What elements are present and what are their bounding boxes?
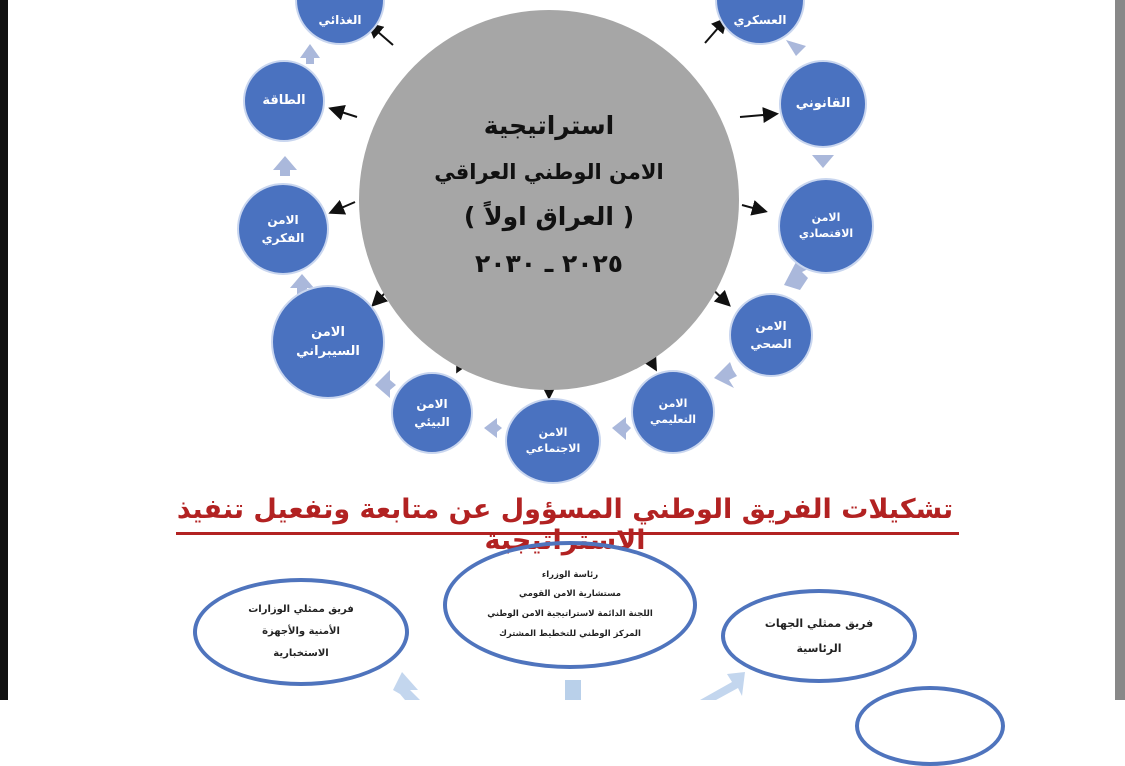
node-social: الامن الاجتماعي	[505, 398, 601, 484]
team-partial-ellipse	[855, 686, 1005, 766]
node-label: الامن	[311, 324, 345, 340]
node-educational: الامن التعليمي	[631, 370, 715, 454]
center-strategy-circle: استراتيجية الامن الوطني العراقي ( العراق…	[359, 10, 739, 390]
team-line: الأمنية والأجهزة	[262, 626, 340, 637]
page-edge-left	[0, 0, 8, 700]
flow-arrow-icon	[784, 262, 810, 290]
flow-arrow-icon	[714, 362, 737, 388]
node-label: الصحي	[750, 337, 792, 351]
left-up-arrow-icon	[393, 672, 420, 700]
node-label: التعليمي	[649, 413, 697, 426]
node-label: الطاقة	[262, 93, 306, 109]
node-label: الامن	[538, 425, 568, 439]
right-up-arrow-icon	[700, 672, 745, 700]
down-arrow-shaft	[565, 680, 581, 700]
node-label: الاجتماعي	[525, 442, 581, 455]
team-line: المركز الوطني للتخطيط المشترك	[499, 628, 641, 639]
center-title: استراتيجية	[483, 110, 615, 140]
team-line: الرئاسية	[796, 642, 842, 655]
node-label: الامن	[755, 319, 787, 333]
node-health: الامن الصحي	[729, 293, 813, 377]
node-label: الاقتصادي	[798, 227, 854, 240]
team-line: اللجنة الدائمة لاستراتيجية الامن الوطني	[487, 609, 653, 619]
team-line: فريق ممثلي الجهات	[764, 616, 874, 630]
title-underline	[176, 532, 959, 535]
node-label: العسكري	[733, 13, 787, 27]
team-line: رئاسة الوزراء	[541, 569, 599, 580]
node-label: الامن	[658, 396, 688, 410]
page-edge-right	[1115, 0, 1125, 700]
node-intellectual: الامن الفكري	[237, 183, 329, 275]
flow-arrow-icon	[484, 418, 502, 438]
team-line: مستشارية الامن القومي	[519, 589, 621, 600]
arrow-to-economic	[741, 200, 768, 216]
flow-arrow-icon	[786, 40, 806, 56]
node-cyber: الامن السيبراني	[271, 285, 385, 399]
arrow-to-legal	[739, 107, 779, 123]
node-environmental: الامن البيئي	[391, 372, 473, 454]
node-label: الامن	[416, 397, 448, 411]
node-label: الغذائي	[318, 13, 362, 27]
node-economic: الامن الاقتصادي	[778, 178, 874, 274]
node-label: البيئي	[414, 415, 450, 429]
arrow-to-energy	[328, 105, 358, 121]
flow-arrow-icon	[375, 370, 396, 398]
flow-arrow-icon	[300, 44, 320, 64]
arrow-to-intellectual	[328, 199, 356, 215]
team-line: الاستخبارية	[273, 648, 329, 659]
center-slogan: ( العراق اولاً )	[463, 201, 635, 231]
node-label: السيبراني	[296, 344, 360, 359]
node-legal: القانوني	[779, 60, 867, 148]
node-label: الامن	[267, 213, 299, 227]
flow-arrow-icon	[273, 156, 297, 176]
flow-arrow-icon	[812, 155, 834, 168]
team-security-ministries: فريق ممثلي الوزارات الأمنية والأجهزة الا…	[193, 578, 409, 686]
team-presidential: فريق ممثلي الجهات الرئاسية	[721, 589, 917, 683]
center-years: ٢٠٢٥ ـ ٢٠٣٠	[474, 248, 624, 278]
node-label: الفكري	[261, 231, 305, 245]
team-line: فريق ممثلي الوزارات	[248, 604, 354, 615]
node-label: القانوني	[795, 96, 851, 112]
node-energy: الطاقة	[243, 60, 325, 142]
flow-arrow-icon	[290, 274, 314, 294]
center-subtitle: الامن الوطني العراقي	[434, 159, 664, 184]
node-label: الامن	[811, 210, 841, 224]
flow-arrow-icon	[612, 417, 631, 440]
team-central-leadership: رئاسة الوزراء مستشارية الامن القومي اللج…	[443, 541, 697, 669]
